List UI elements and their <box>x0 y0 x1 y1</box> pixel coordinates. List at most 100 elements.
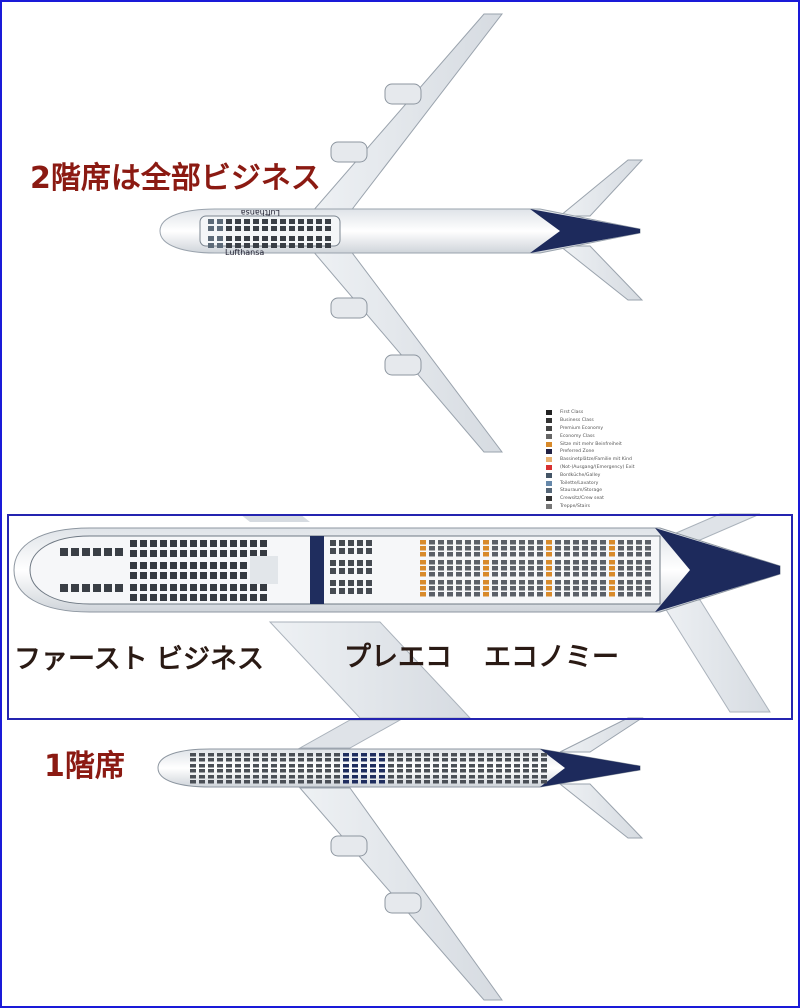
seat <box>280 243 286 248</box>
economy-seat <box>591 580 597 585</box>
label-premium-economy: プレエコ <box>344 642 452 673</box>
economy-seat <box>474 560 480 565</box>
seat <box>433 769 439 773</box>
tail-livery <box>655 528 780 612</box>
economy-seat <box>492 592 498 597</box>
economy-seat <box>636 580 642 585</box>
economy-seat <box>546 586 552 591</box>
seat <box>217 775 223 779</box>
seat <box>289 219 295 224</box>
economy-seat <box>645 546 651 551</box>
seat <box>307 243 313 248</box>
seat <box>199 764 205 768</box>
label-first-class: ファースト <box>14 644 148 675</box>
business-seat <box>260 540 267 547</box>
economy-seat <box>483 546 489 551</box>
economy-seat <box>591 560 597 565</box>
seat <box>496 775 502 779</box>
economy-seat <box>582 560 588 565</box>
economy-seat <box>528 552 534 557</box>
premium-economy-seat <box>330 580 336 586</box>
seat <box>253 226 259 231</box>
economy-seat <box>645 560 651 565</box>
seat <box>199 769 205 773</box>
economy-seat <box>429 540 435 545</box>
legend-swatch <box>546 480 552 486</box>
seat <box>343 758 349 762</box>
economy-seat <box>582 566 588 571</box>
seat <box>370 769 376 773</box>
tail-livery <box>530 209 640 253</box>
seat <box>244 764 250 768</box>
seat <box>235 769 241 773</box>
seat <box>451 775 457 779</box>
business-seat <box>150 550 157 557</box>
first-class-seat <box>60 584 68 592</box>
seat <box>523 775 529 779</box>
economy-seat <box>429 580 435 585</box>
seat <box>235 753 241 757</box>
seat <box>442 780 448 784</box>
seat <box>487 769 493 773</box>
seat <box>280 780 286 784</box>
seat <box>487 775 493 779</box>
economy-seat <box>618 566 624 571</box>
seat <box>235 758 241 762</box>
economy-seat <box>618 552 624 557</box>
economy-seat <box>573 580 579 585</box>
economy-seat <box>609 592 615 597</box>
economy-seat <box>519 560 525 565</box>
economy-seat <box>618 560 624 565</box>
seat <box>478 764 484 768</box>
seat <box>487 764 493 768</box>
economy-seat <box>438 592 444 597</box>
business-seat <box>180 594 187 601</box>
economy-seat <box>456 552 462 557</box>
seat <box>325 780 331 784</box>
seat <box>253 236 259 241</box>
premium-economy-seat <box>357 588 363 594</box>
first-class-seat <box>82 548 90 556</box>
seat <box>406 758 412 762</box>
seat <box>190 758 196 762</box>
legend-label: Economy Class <box>560 433 595 439</box>
seat <box>271 775 277 779</box>
economy-seat <box>609 572 615 577</box>
seat <box>379 764 385 768</box>
economy-seat <box>564 580 570 585</box>
seat <box>514 753 520 757</box>
business-seat <box>250 550 257 557</box>
economy-seat <box>510 560 516 565</box>
economy-seat <box>537 552 543 557</box>
seat <box>280 758 286 762</box>
economy-seat <box>573 552 579 557</box>
wing-top <box>240 514 310 522</box>
seat <box>325 219 331 224</box>
economy-seat <box>510 566 516 571</box>
economy-seat <box>555 586 561 591</box>
stabilizer-top <box>559 717 644 753</box>
economy-seat <box>528 580 534 585</box>
seat <box>307 219 313 224</box>
first-class-seat <box>115 584 123 592</box>
seat <box>316 764 322 768</box>
economy-seat <box>465 572 471 577</box>
seat <box>451 753 457 757</box>
business-seat <box>230 572 237 579</box>
business-seat <box>150 584 157 591</box>
first-class-seat <box>60 548 68 556</box>
economy-seat <box>510 586 516 591</box>
business-seat <box>160 562 167 569</box>
business-seat <box>130 584 137 591</box>
seat <box>253 219 259 224</box>
premium-economy-seat <box>330 568 336 574</box>
seat <box>361 780 367 784</box>
seat <box>226 764 232 768</box>
seat <box>208 753 214 757</box>
business-seat <box>210 562 217 569</box>
seat <box>199 775 205 779</box>
economy-seat <box>573 592 579 597</box>
economy-seat <box>420 540 426 545</box>
economy-seat <box>465 580 471 585</box>
economy-seat <box>627 560 633 565</box>
